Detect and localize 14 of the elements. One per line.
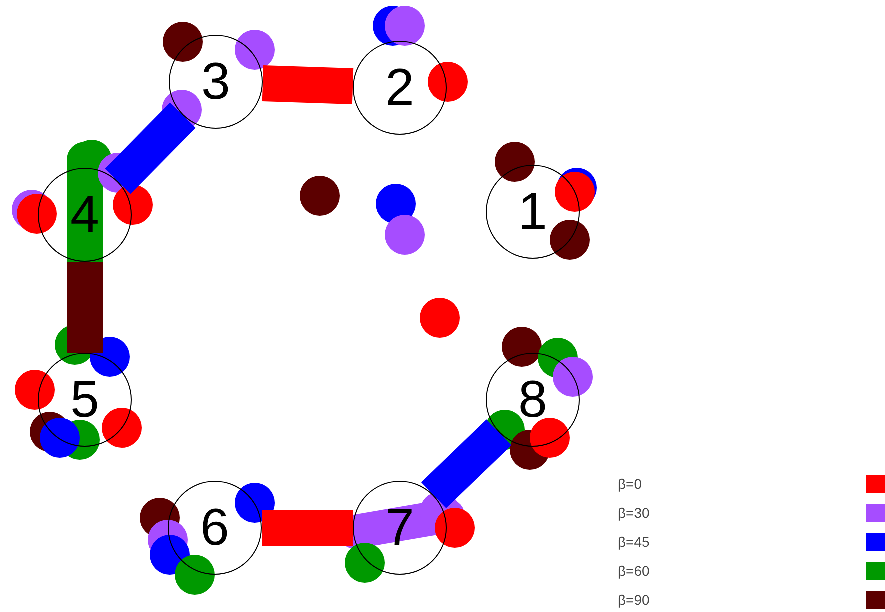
legend-label: β=0 xyxy=(618,474,642,494)
node-number: 2 xyxy=(386,62,414,114)
legend-label: β=90 xyxy=(618,590,650,610)
legend-label: β=30 xyxy=(618,504,650,523)
node-number: 8 xyxy=(518,374,548,426)
node-number: 5 xyxy=(70,374,100,426)
connector-bar xyxy=(421,420,512,508)
node-number: 3 xyxy=(202,56,230,108)
node-number: 6 xyxy=(200,502,230,554)
legend-label: β=45 xyxy=(618,532,650,552)
legend-label: β=60 xyxy=(618,562,650,581)
node-number: 4 xyxy=(70,189,100,241)
connector-bar xyxy=(67,262,103,353)
node-number: 1 xyxy=(518,186,548,238)
